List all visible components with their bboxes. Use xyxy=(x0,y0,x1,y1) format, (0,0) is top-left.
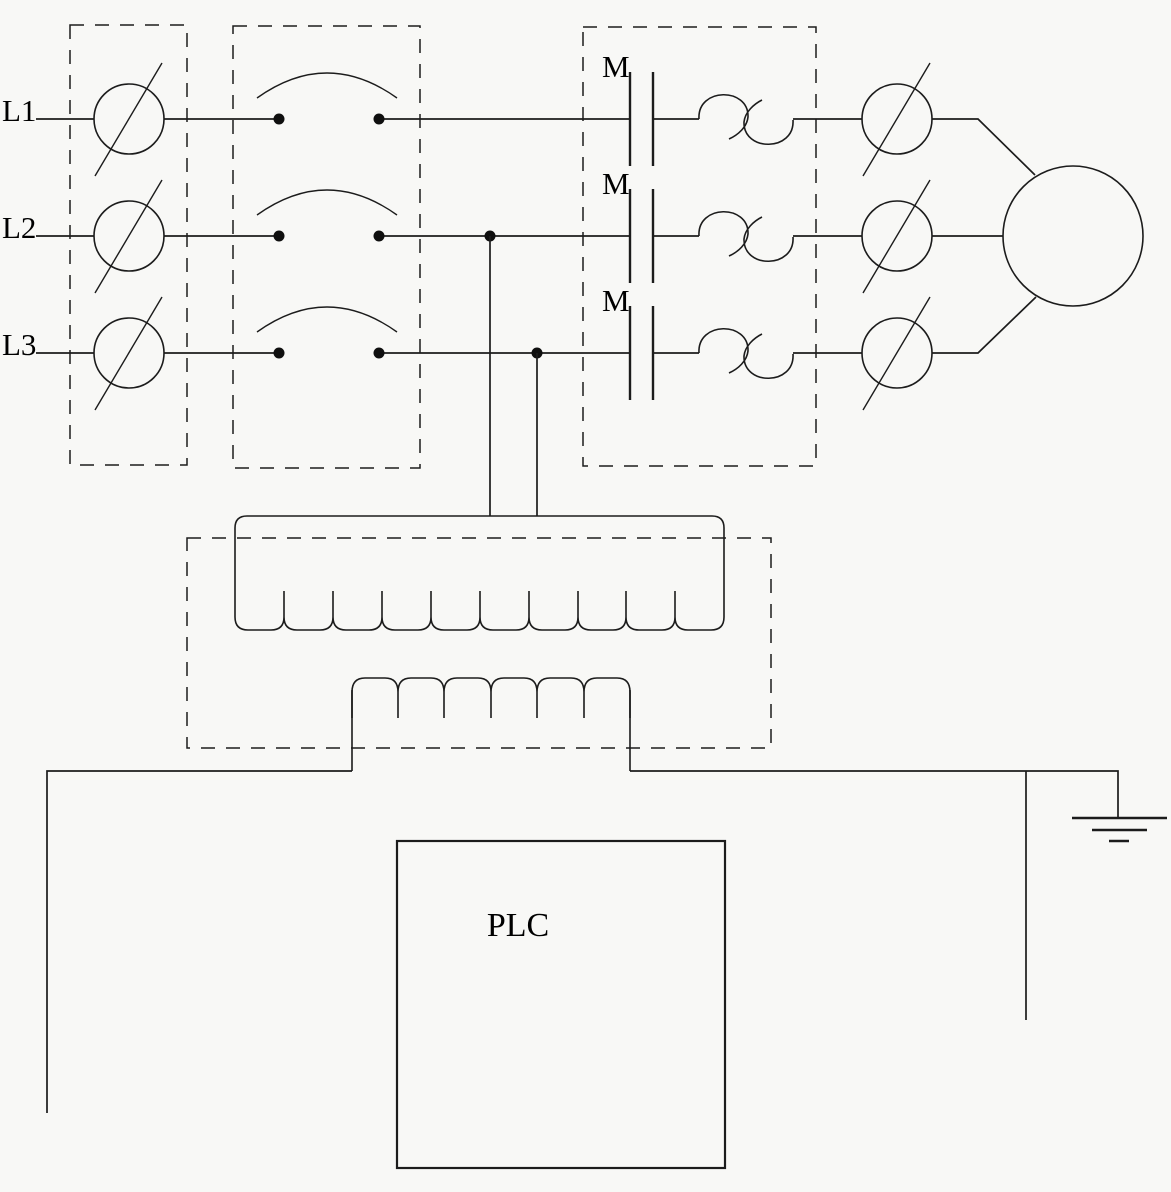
transformer-secondary-winding xyxy=(351,677,631,771)
contactor-contact-l1 xyxy=(628,72,655,166)
transformer-section-box xyxy=(186,537,772,749)
disconnect-terminal-dot xyxy=(273,113,285,125)
overload-upper-hook xyxy=(698,94,749,140)
disconnect-switch-l2 xyxy=(256,189,398,242)
contactor-contact-l3 xyxy=(628,306,655,400)
secondary-end-drops xyxy=(351,690,631,771)
overload-upper-hook xyxy=(698,211,749,257)
overload-relay-l1 xyxy=(698,94,794,145)
wire-secondary-left xyxy=(46,770,352,1113)
phase-row-l1: M xyxy=(36,49,1036,177)
primary-scallops xyxy=(234,591,725,631)
fuse-circle-icon xyxy=(861,83,933,155)
contactor-label-l1: M xyxy=(602,49,630,84)
contact-bars-icon xyxy=(628,72,655,166)
motor xyxy=(1002,165,1144,307)
plc-box xyxy=(395,839,727,1170)
fuse-section-box xyxy=(69,24,188,466)
contactor-contact-l2 xyxy=(628,189,655,283)
transformer-primary-winding xyxy=(234,515,725,631)
fuse-incoming-l3 xyxy=(93,296,165,411)
phase-label-l1: L1 xyxy=(2,93,36,128)
fuse-outgoing-l3 xyxy=(861,296,933,411)
fuse-slash-icon xyxy=(94,179,163,294)
disconnect-blade-arc xyxy=(256,189,398,216)
disconnect-terminal-dot xyxy=(273,347,285,359)
plc-label: PLC xyxy=(487,907,549,944)
contactor-section-box xyxy=(582,26,817,467)
disconnect-switch-l3 xyxy=(256,306,398,359)
fuse-slash-icon xyxy=(862,62,931,177)
phase-row-l3: M xyxy=(36,283,1037,411)
ground-symbol xyxy=(1072,816,1167,843)
overload-upper-hook xyxy=(698,328,749,374)
fuse-outgoing-l2 xyxy=(861,179,933,294)
primary-top-bar xyxy=(234,515,725,591)
disconnect-section-box xyxy=(232,25,421,469)
fuse-outgoing-l1 xyxy=(861,62,933,177)
fuse-circle-icon xyxy=(93,317,165,389)
contact-bars-icon xyxy=(628,189,655,283)
secondary-scallops xyxy=(351,677,631,718)
fuse-slash-icon xyxy=(862,296,931,411)
fuse-circle-icon xyxy=(861,317,933,389)
fuse-incoming-l2 xyxy=(93,179,165,294)
contact-bars-icon xyxy=(628,306,655,400)
fuse-circle-icon xyxy=(93,200,165,272)
overload-lower-hook xyxy=(743,99,794,145)
contactor-label-l2: M xyxy=(602,166,630,201)
disconnect-blade-arc xyxy=(256,306,398,333)
fuse-slash-icon xyxy=(862,179,931,294)
disconnect-terminal-dot xyxy=(373,347,385,359)
fuse-incoming-l1 xyxy=(93,62,165,177)
disconnect-terminal-dot xyxy=(373,113,385,125)
overload-relay-l2 xyxy=(698,211,794,262)
phase-label-l2: L2 xyxy=(2,210,36,245)
disconnect-blade-arc xyxy=(256,72,398,99)
wire-secondary-right xyxy=(630,770,1119,818)
wire-l3 xyxy=(36,296,1037,354)
fuse-slash-icon xyxy=(94,296,163,411)
overload-lower-hook xyxy=(743,216,794,262)
fuse-circle-icon xyxy=(93,83,165,155)
phase-row-l2: M xyxy=(36,166,1003,294)
disconnect-terminal-dot xyxy=(373,230,385,242)
fuse-circle-icon xyxy=(861,200,933,272)
overload-relay-l3 xyxy=(698,328,794,379)
contactor-label-l3: M xyxy=(602,283,630,318)
disconnect-terminal-dot xyxy=(273,230,285,242)
disconnect-switch-l1 xyxy=(256,72,398,125)
overload-lower-hook xyxy=(743,333,794,379)
phase-label-l3: L3 xyxy=(2,327,36,362)
wire-l1 xyxy=(36,118,1036,176)
fuse-slash-icon xyxy=(94,62,163,177)
